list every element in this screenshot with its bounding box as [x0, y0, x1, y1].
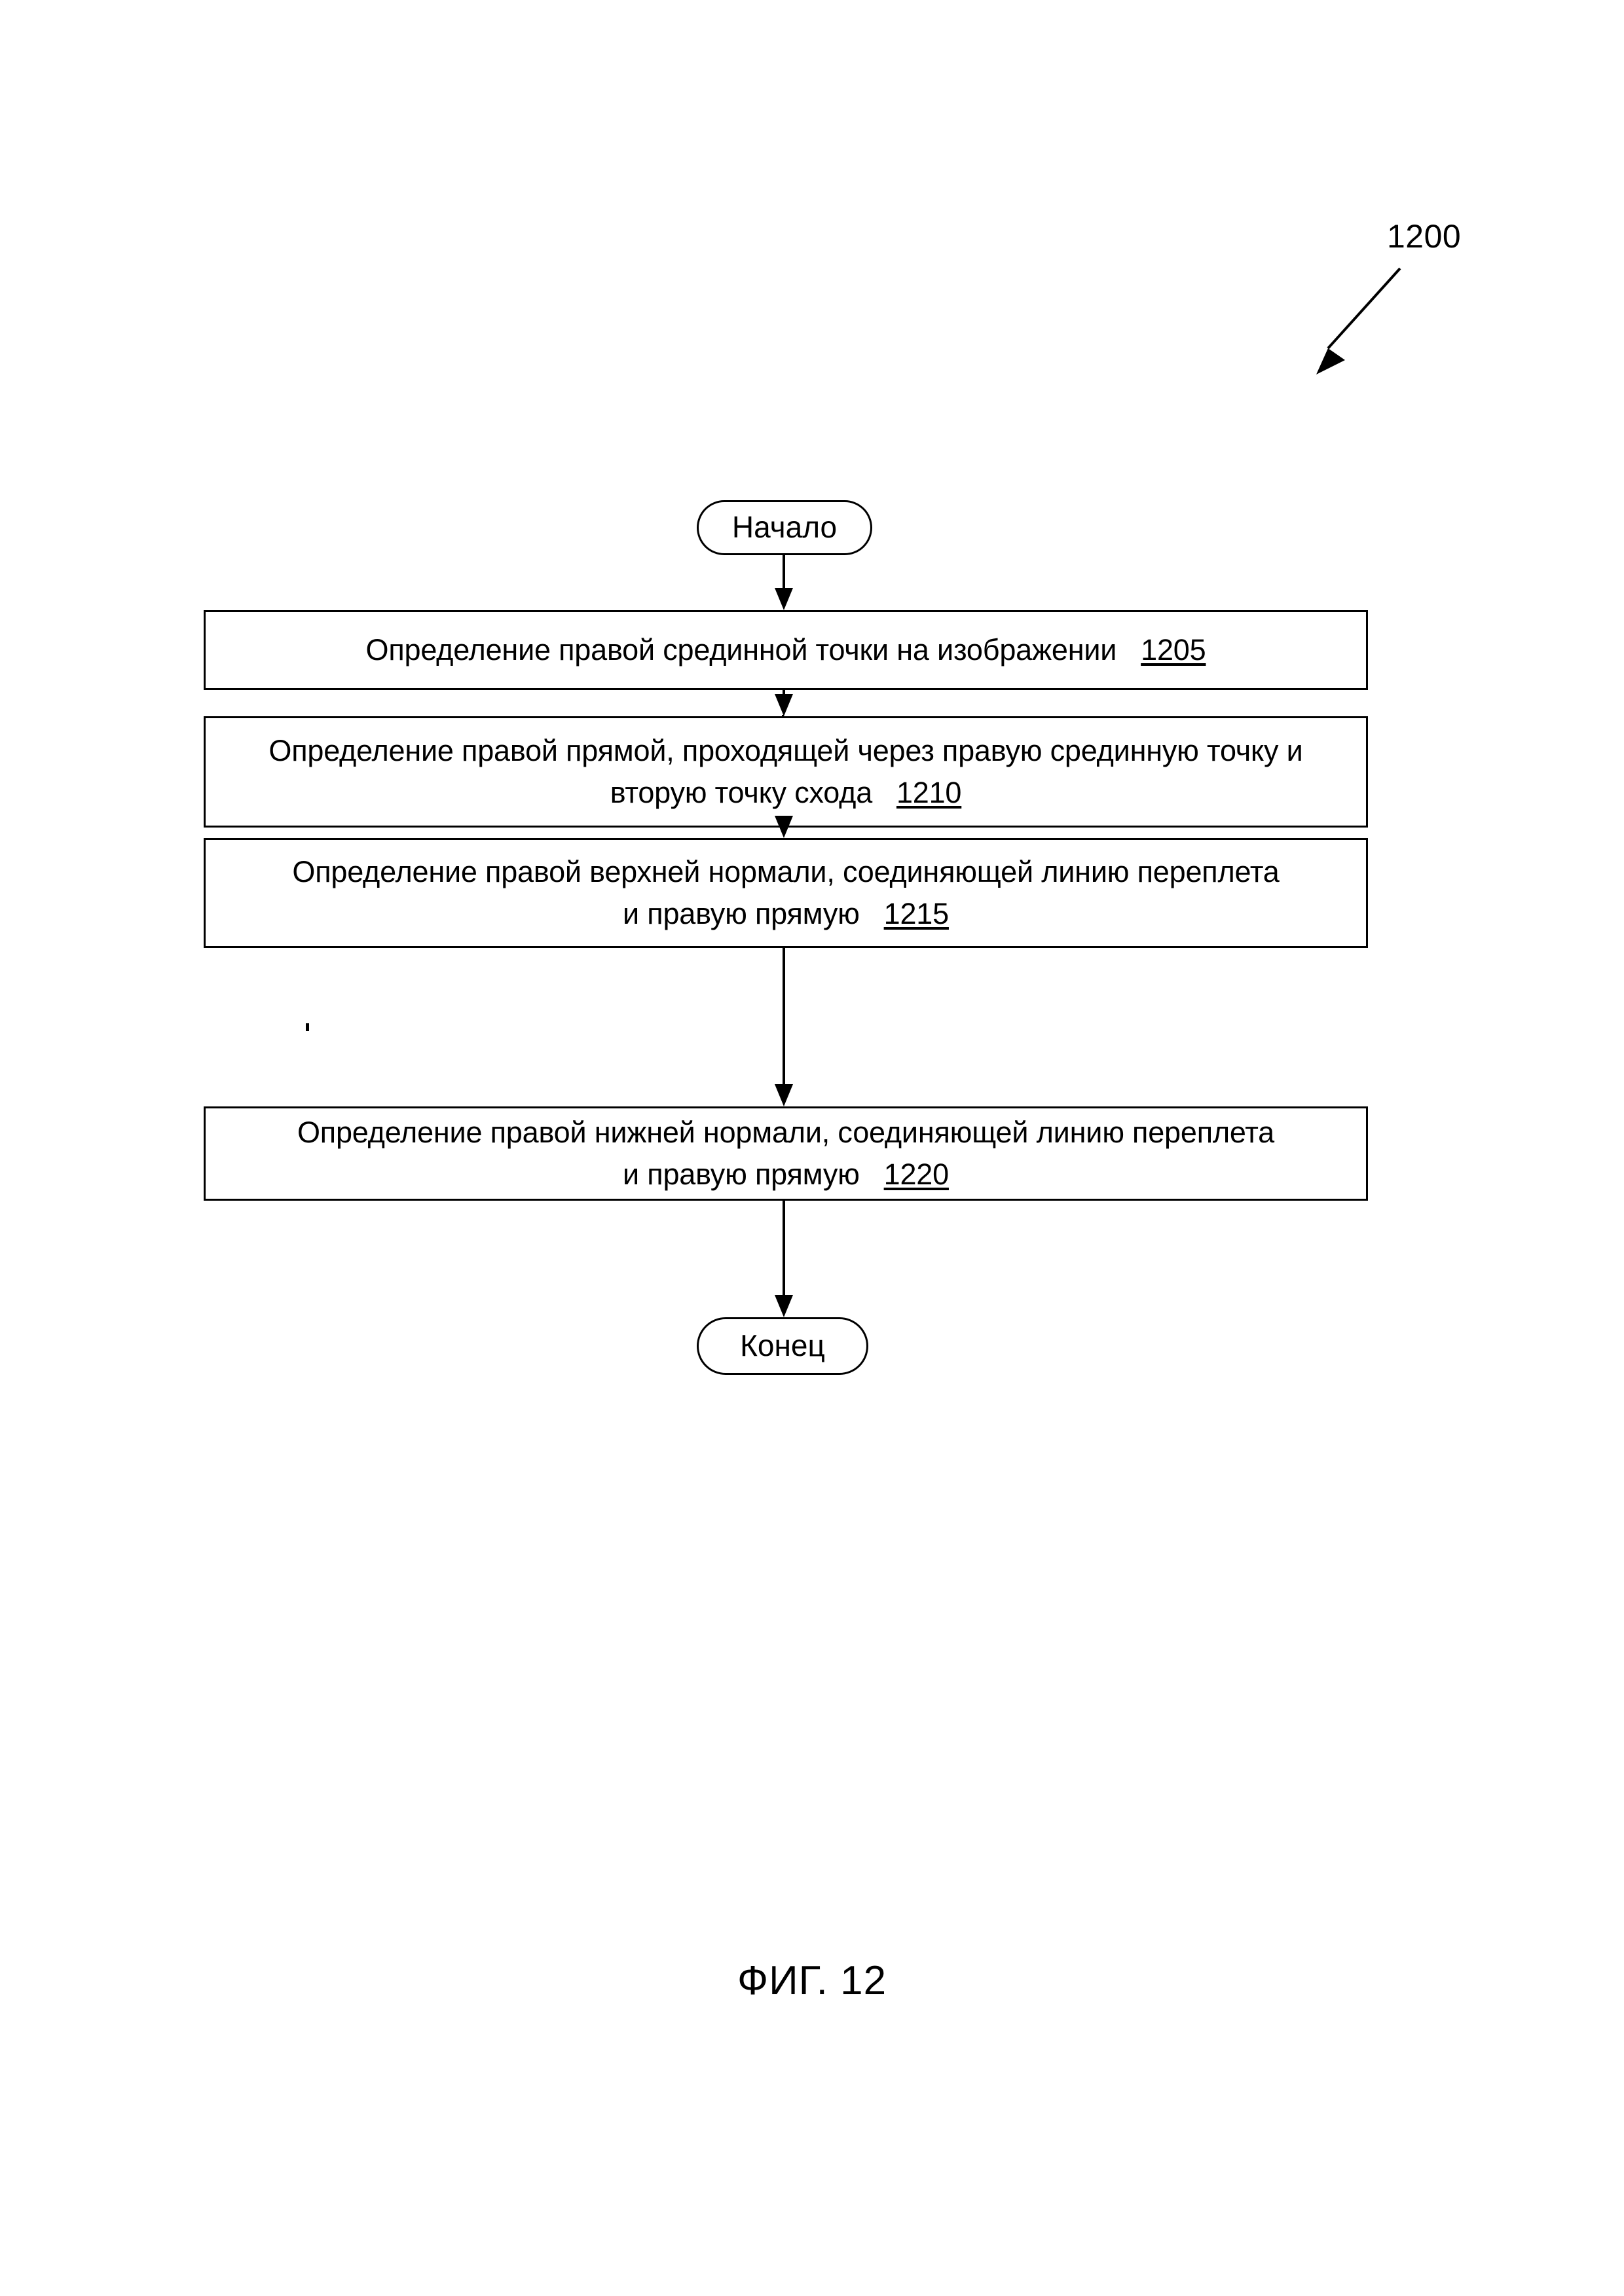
- flow-step-1220-text: Определение правой нижней нормали, соеди…: [297, 1112, 1274, 1195]
- flow-step-1215-ref: 1215: [883, 897, 950, 930]
- flow-step-1220-line-0: Определение правой нижней нормали, соеди…: [297, 1116, 1274, 1150]
- connector-start-to-1205: [773, 555, 794, 611]
- flow-step-1210-ref: 1210: [896, 776, 962, 809]
- figure-leader-arrow-icon: [1316, 267, 1401, 374]
- flow-node-end[interactable]: Конец: [697, 1317, 868, 1375]
- flow-step-1215-line-0: Определение правой верхней нормали, соед…: [292, 855, 1280, 889]
- flow-step-1205[interactable]: Определение правой срединной точки на из…: [204, 610, 1368, 690]
- flow-step-1220-line-1: и правую прямую: [623, 1157, 860, 1191]
- arrowhead-down-icon: [775, 1295, 793, 1317]
- flow-node-start-label: Начало: [731, 509, 838, 544]
- flow-step-1210-text: Определение правой прямой, проходящей че…: [268, 730, 1302, 814]
- arrowhead-down-icon: [775, 694, 793, 716]
- connector-shaft: [783, 555, 785, 589]
- flow-step-1210[interactable]: Определение правой прямой, проходящей че…: [204, 716, 1368, 828]
- connector-shaft: [783, 947, 785, 1085]
- figure-caption: ФИГ. 12: [737, 1958, 887, 2003]
- figure-reference-number: 1200: [1387, 218, 1462, 255]
- flow-step-1215[interactable]: Определение правой верхней нормали, соед…: [204, 838, 1368, 948]
- arrowhead-down-icon: [775, 588, 793, 610]
- scan-artifact-speck: [306, 1023, 309, 1031]
- flow-step-1210-line-0: Определение правой прямой, проходящей че…: [268, 734, 1303, 768]
- connector-1210-to-1215: [773, 816, 794, 839]
- flowchart: Начало Определение правой срединной точк…: [204, 500, 1368, 1375]
- connector-shaft: [783, 689, 785, 697]
- flow-step-1205-ref: 1205: [1141, 633, 1206, 667]
- flow-step-1215-text: Определение правой верхней нормали, соед…: [292, 851, 1279, 935]
- flow-step-1205-line-0: Определение правой срединной точки на из…: [365, 633, 1117, 667]
- flow-step-1210-line-1: вторую точку схода: [610, 776, 873, 809]
- connector-1205-to-1210: [773, 689, 794, 718]
- connector-1220-to-end: [773, 1199, 794, 1319]
- flow-node-start[interactable]: Начало: [697, 500, 872, 555]
- flow-step-1220-ref: 1220: [883, 1157, 950, 1191]
- flow-step-1215-line-1: и правую прямую: [623, 897, 860, 930]
- flow-step-1220[interactable]: Определение правой нижней нормали, соеди…: [204, 1106, 1368, 1201]
- arrowhead-down-icon: [775, 1084, 793, 1106]
- arrowhead-down-icon: [775, 816, 793, 838]
- flow-node-end-label: Конец: [740, 1328, 825, 1362]
- connector-shaft: [783, 1199, 785, 1296]
- connector-1215-to-1220: [773, 947, 794, 1108]
- flow-step-1205-text: Определение правой срединной точки на из…: [366, 629, 1206, 671]
